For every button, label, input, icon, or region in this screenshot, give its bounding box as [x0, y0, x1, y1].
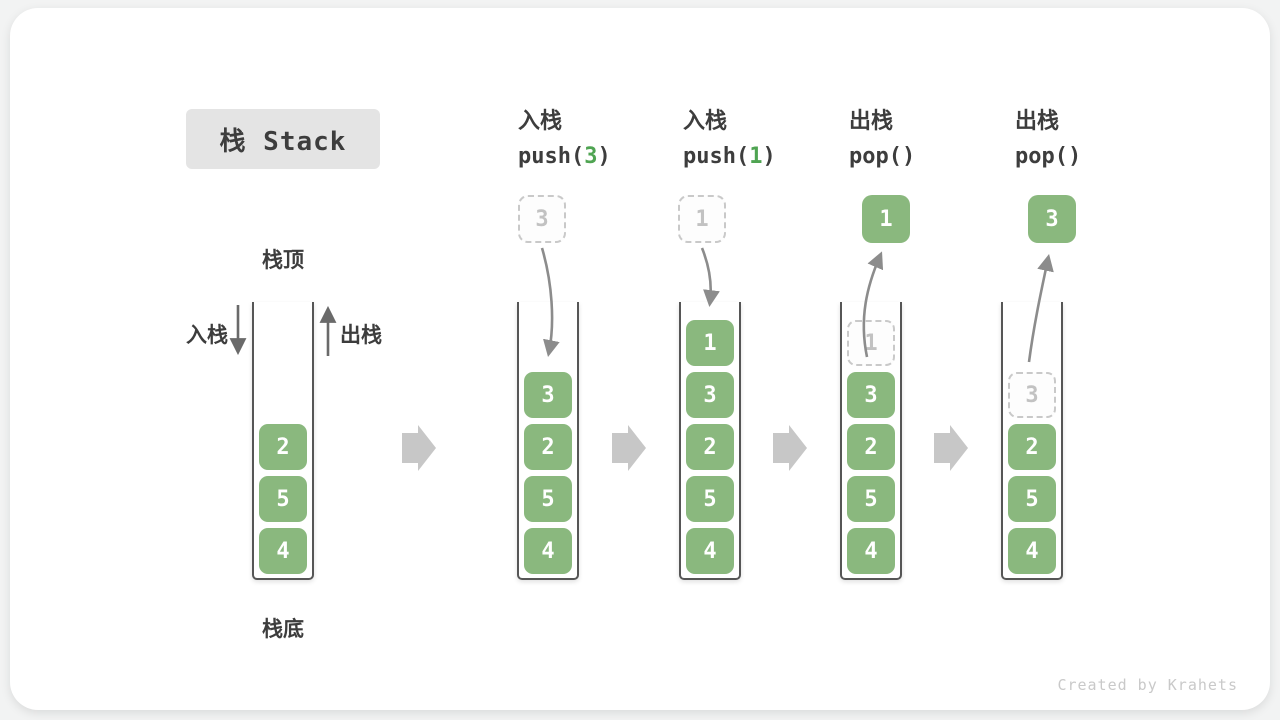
stack-item: 4	[1008, 528, 1056, 574]
stack-item: 5	[524, 476, 572, 522]
stack-item: 2	[524, 424, 572, 470]
pop-label: 出栈	[340, 324, 382, 347]
moving-item-push-1: 1	[678, 195, 726, 243]
op-label-pop-2: 出栈 pop()	[1015, 107, 1081, 172]
diagram-title: 栈 Stack	[186, 109, 380, 169]
push-label: 入栈	[186, 324, 228, 347]
op-label-pop-1: 出栈 pop()	[849, 107, 915, 172]
code-pre: pop()	[1015, 144, 1082, 169]
stack-item: 2	[686, 424, 734, 470]
stack-container-initial: 2 5 4	[252, 302, 314, 580]
op-name: 入栈	[683, 108, 728, 133]
popped-item-placeholder: 1	[847, 320, 895, 366]
op-code: pop()	[849, 142, 915, 172]
op-name: 出栈	[1015, 108, 1060, 133]
stack-bottom-label: 栈底	[262, 618, 304, 641]
op-label-push-1: 入栈 push(1)	[683, 107, 776, 172]
stack-item: 2	[1008, 424, 1056, 470]
code-post: )	[597, 144, 611, 169]
code-arg: 1	[749, 144, 763, 169]
stack-container-after-pop-2: 3 2 5 4	[1001, 302, 1063, 580]
moving-item-popped-1: 1	[862, 195, 910, 243]
stack-item: 1	[686, 320, 734, 366]
stack-item: 4	[259, 528, 307, 574]
op-name: 出栈	[849, 108, 894, 133]
stack-item: 4	[686, 528, 734, 574]
code-arg: 3	[584, 144, 598, 169]
popped-item-placeholder: 3	[1008, 372, 1056, 418]
stack-item: 5	[1008, 476, 1056, 522]
op-code: push(3)	[518, 142, 611, 172]
stack-item: 3	[847, 372, 895, 418]
stack-item: 5	[847, 476, 895, 522]
stack-container-after-push-1: 1 3 2 5 4	[679, 302, 741, 580]
moving-item-popped-3: 3	[1028, 195, 1076, 243]
watermark: Created by Krahets	[1057, 676, 1238, 694]
op-label-push-3: 入栈 push(3)	[518, 107, 611, 172]
stack-top-label: 栈顶	[262, 249, 304, 272]
code-pre: push(	[518, 144, 585, 169]
op-code: pop()	[1015, 142, 1081, 172]
diagram-title-text: 栈 Stack	[219, 126, 347, 157]
op-code: push(1)	[683, 142, 776, 172]
stack-item: 5	[259, 476, 307, 522]
code-post: )	[762, 144, 776, 169]
stack-container-after-pop-1: 1 3 2 5 4	[840, 302, 902, 580]
stack-item: 4	[847, 528, 895, 574]
stack-item: 5	[686, 476, 734, 522]
stack-item: 4	[524, 528, 572, 574]
stack-item: 3	[524, 372, 572, 418]
code-pre: push(	[683, 144, 750, 169]
stack-container-after-push-3: 3 2 5 4	[517, 302, 579, 580]
op-name: 入栈	[518, 108, 563, 133]
stack-item: 3	[686, 372, 734, 418]
moving-item-push-3: 3	[518, 195, 566, 243]
stack-item: 2	[259, 424, 307, 470]
code-pre: pop()	[849, 144, 916, 169]
stack-item: 2	[847, 424, 895, 470]
